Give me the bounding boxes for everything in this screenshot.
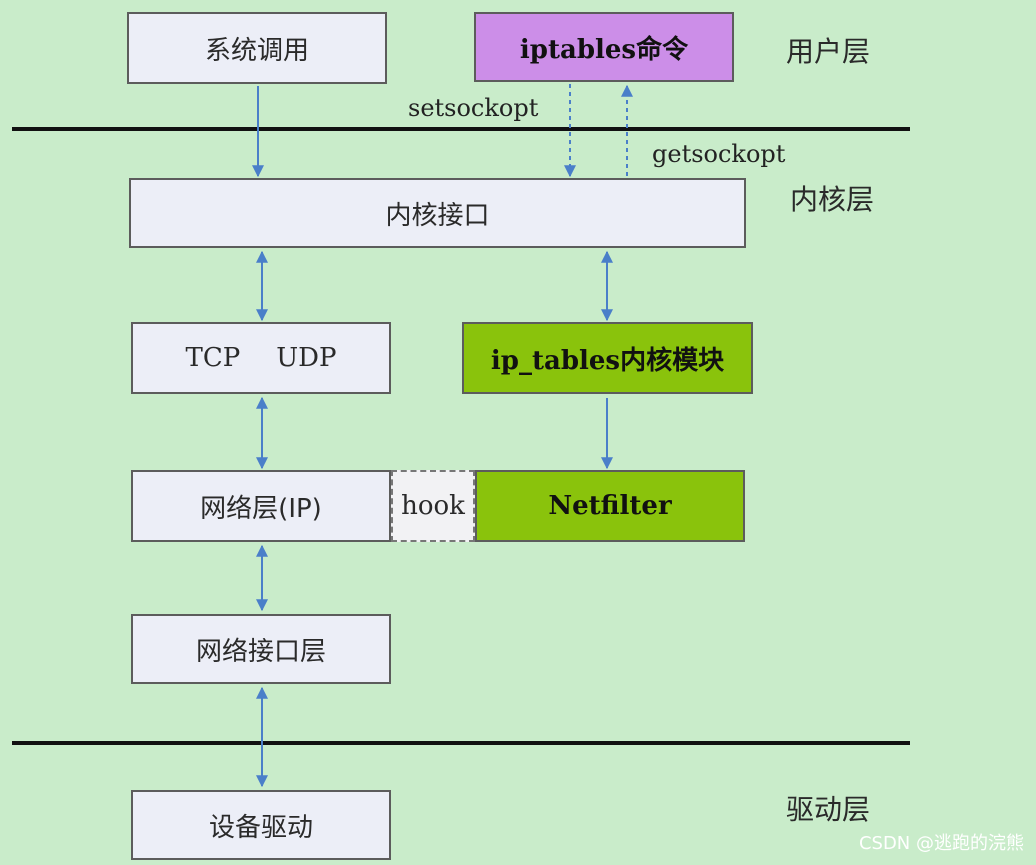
syscall-box: 系统调用 xyxy=(127,12,387,84)
kernel-interface-label: 内核接口 xyxy=(385,200,490,231)
kernel-layer-label: 内核层 xyxy=(790,183,875,216)
csdn-watermark: CSDN @逃跑的浣熊 xyxy=(858,833,1024,854)
netfilter-box: Netfilter xyxy=(475,470,745,542)
hook-label: hook xyxy=(401,491,465,521)
kernel-interface-box: 内核接口 xyxy=(129,178,746,248)
network-interface-layer-label: 网络接口层 xyxy=(195,636,326,667)
network-layer-label: 网络层(IP) xyxy=(200,493,322,524)
kernel-driver-divider xyxy=(12,741,910,745)
driver-layer-label: 驱动层 xyxy=(786,793,871,826)
getsockopt-label: getsockopt xyxy=(652,140,786,168)
ip-tables-module-box: ip_tables内核模块 xyxy=(462,322,753,394)
tcp-udp-box: TCP UDP xyxy=(131,322,391,394)
syscall-label: 系统调用 xyxy=(204,35,309,66)
netfilter-label: Netfilter xyxy=(548,491,672,521)
network-interface-layer-box: 网络接口层 xyxy=(131,614,391,684)
device-driver-label: 设备驱动 xyxy=(208,812,313,843)
udp-label: UDP xyxy=(276,343,337,373)
device-driver-box: 设备驱动 xyxy=(131,790,391,860)
user-layer-label: 用户层 xyxy=(786,35,871,68)
iptables-command-label: iptables命令 xyxy=(519,34,689,65)
iptables-command-box: iptables命令 xyxy=(474,12,734,82)
user-kernel-divider xyxy=(12,127,910,131)
hook-box: hook xyxy=(391,470,475,542)
ip-tables-module-label: ip_tables内核模块 xyxy=(490,345,725,376)
network-layer-box: 网络层(IP) xyxy=(131,470,391,542)
tcp-label: TCP xyxy=(185,343,241,373)
setsockopt-label: setsockopt xyxy=(408,94,539,122)
